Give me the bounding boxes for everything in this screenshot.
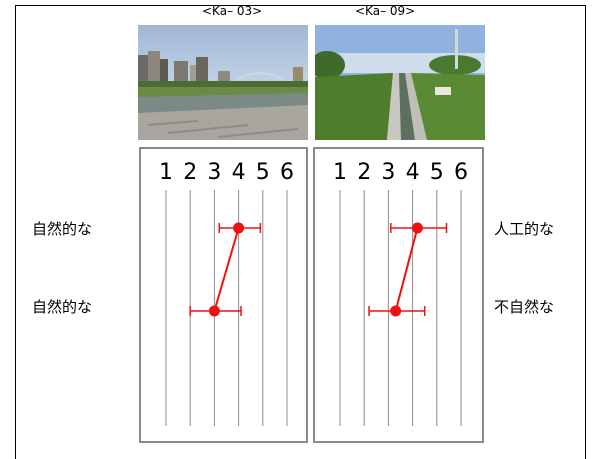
scale-tick-label: 2 <box>183 160 197 185</box>
scale-tick-label: 6 <box>280 160 294 185</box>
right-label-row-2: 不自然な <box>494 298 555 316</box>
canal-photo-ka09 <box>315 25 485 140</box>
scale-tick-label: 5 <box>430 160 444 185</box>
mean-point <box>390 305 402 317</box>
photo-label-ka03: <Ka– 03> <box>202 4 263 18</box>
scale-tick-label: 6 <box>454 160 468 185</box>
scale-tick-label: 4 <box>232 160 246 185</box>
left-label-row-2: 自然的な <box>32 298 93 316</box>
scale-tick-label: 3 <box>207 160 221 185</box>
profile-line <box>394 227 419 312</box>
scale-tick-label: 1 <box>159 160 173 185</box>
right-label-row-1: 人工的な <box>494 220 555 238</box>
scale-tick-label: 1 <box>333 160 347 185</box>
panel-frame <box>313 147 484 443</box>
river-photo-ka03 <box>138 25 308 140</box>
scale-tick-label: 3 <box>381 160 395 185</box>
left-label-row-1: 自然的な <box>32 220 93 238</box>
scale-tick-label: 5 <box>256 160 270 185</box>
scale-tick-label: 4 <box>406 160 420 185</box>
scale-tick-label: 2 <box>357 160 371 185</box>
figure-frame <box>15 5 586 459</box>
profile-line <box>213 227 240 312</box>
mean-point <box>411 222 423 234</box>
photo-label-ka09: <Ka– 09> <box>355 4 416 18</box>
mean-point <box>208 305 220 317</box>
panel-frame <box>139 147 308 443</box>
mean-point <box>233 222 245 234</box>
